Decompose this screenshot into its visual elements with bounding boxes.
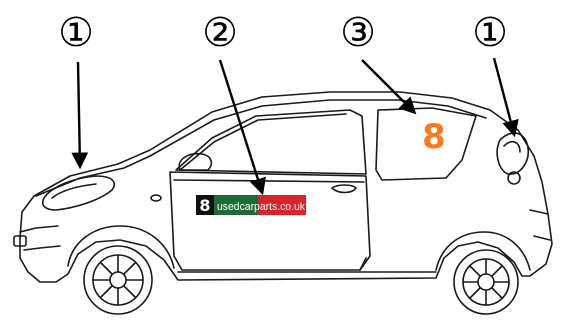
arrow-1-front — [71, 61, 89, 170]
side-mirror — [178, 152, 213, 171]
car-body — [19, 91, 553, 283]
headlight — [41, 175, 116, 211]
sticker-number-box — [196, 195, 214, 215]
sticker-red-band — [258, 195, 306, 215]
front-wheel — [83, 245, 153, 315]
callout-labels: ① ② ③ ① — [58, 10, 508, 56]
callout-3: ③ — [340, 10, 376, 56]
sticker-url: usedcarparts.co.uk — [217, 201, 305, 213]
callout-1-front: ① — [58, 10, 94, 56]
rear-wheel — [453, 249, 519, 315]
door-handle — [331, 184, 357, 194]
front-window — [175, 109, 367, 175]
arrow-2-door — [218, 59, 266, 196]
door — [169, 171, 371, 271]
window-sticker-number: 8 — [422, 117, 446, 157]
sticker-number: 8 — [199, 196, 210, 215]
car-outline — [13, 91, 553, 315]
arrow-3-window — [361, 59, 417, 115]
door-sticker: 8 usedcarparts.co.uk — [196, 195, 306, 215]
callout-2: ② — [202, 10, 238, 56]
callout-arrows — [71, 57, 519, 196]
arrow-1-rear — [492, 57, 519, 138]
rear-window — [375, 107, 477, 181]
callout-1-rear: ① — [472, 10, 508, 56]
